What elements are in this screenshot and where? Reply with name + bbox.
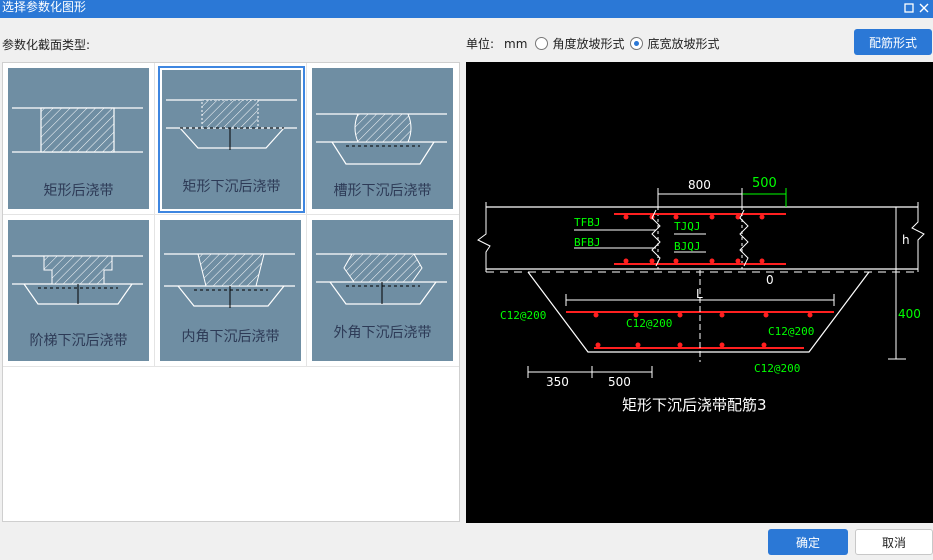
ok-button[interactable]: 确定 bbox=[768, 529, 848, 555]
shape-cell-inner-corner-sunken[interactable]: 内角下沉后浇带 bbox=[155, 215, 307, 367]
radio-bottom-width-slope[interactable]: 底宽放坡形式 bbox=[630, 35, 719, 52]
label-bjqj: BJQJ bbox=[674, 240, 701, 253]
rebar-preview-drawing: 800 500 TFBJ TJQJ BFBJ BJQJ h 0 L 400 C1… bbox=[477, 176, 925, 414]
shape-rect-icon bbox=[12, 107, 143, 153]
shape-groove-sunken-icon bbox=[316, 113, 447, 165]
stirrup-left bbox=[651, 209, 661, 267]
shape-label: 外角下沉后浇带 bbox=[333, 325, 432, 341]
dim-bottom-left: 350 bbox=[546, 375, 569, 389]
dim-right-h: h bbox=[902, 233, 910, 247]
shape-label: 内角下沉后浇带 bbox=[181, 329, 280, 345]
stirrup-right bbox=[739, 209, 749, 267]
radio-angle-slope-indicator[interactable] bbox=[535, 37, 549, 50]
radio-angle-slope[interactable]: 角度放坡形式 bbox=[535, 35, 624, 52]
close-icon[interactable] bbox=[917, 1, 931, 15]
shape-cell-step-sunken[interactable]: 阶梯下沉后浇带 bbox=[3, 215, 155, 367]
shape-thumbnail: 阶梯下沉后浇带 bbox=[8, 220, 149, 361]
shape-thumbnail: 外角下沉后浇带 bbox=[312, 220, 453, 361]
label-bfbj: BFBJ bbox=[574, 236, 601, 249]
radio-bottom-width-slope-indicator[interactable] bbox=[630, 37, 644, 50]
dim-L: L bbox=[696, 287, 703, 301]
shape-inner-corner-sunken-icon bbox=[164, 253, 295, 308]
shape-label: 矩形后浇带 bbox=[43, 183, 114, 199]
dim-top-extra: 500 bbox=[752, 176, 777, 191]
rebar-dots bbox=[593, 214, 813, 348]
shape-thumbnail: 矩形后浇带 bbox=[8, 68, 149, 209]
window-title: 选择参数化图形 bbox=[2, 0, 87, 14]
shape-rect-sunken-icon bbox=[166, 99, 297, 150]
shape-cell-groove-sunken[interactable]: 槽形下沉后浇带 bbox=[307, 63, 459, 215]
title-bar: 选择参数化图形 bbox=[0, 0, 933, 18]
dim-zero: 0 bbox=[766, 273, 774, 287]
label-c12-4: C12@200 bbox=[754, 362, 800, 375]
label-c12-2: C12@200 bbox=[626, 317, 672, 330]
shape-grid-panel: 矩形后浇带 矩 bbox=[2, 62, 460, 522]
dim-bottom-mid: 500 bbox=[608, 375, 631, 389]
label-tjqj: TJQJ bbox=[674, 220, 701, 233]
label-tfbj: TFBJ bbox=[574, 216, 601, 229]
shape-cell-rect-sunken[interactable]: 矩形下沉后浇带 bbox=[155, 63, 307, 215]
shape-thumbnail: 内角下沉后浇带 bbox=[160, 220, 301, 361]
radio-bottom-width-slope-label: 底宽放坡形式 bbox=[647, 37, 720, 51]
rebar-form-button[interactable]: 配筋形式 bbox=[854, 29, 932, 55]
shape-cell-rect[interactable]: 矩形后浇带 bbox=[3, 63, 155, 215]
sunken-trough bbox=[527, 271, 870, 353]
preview-panel: 800 500 TFBJ TJQJ BFBJ BJQJ h 0 L 400 C1… bbox=[466, 62, 933, 523]
shape-label: 阶梯下沉后浇带 bbox=[29, 333, 128, 349]
radio-angle-slope-label: 角度放坡形式 bbox=[552, 37, 625, 51]
shape-step-sunken-icon bbox=[12, 255, 143, 305]
shape-thumbnail: 矩形下沉后浇带 bbox=[158, 66, 305, 213]
shape-label: 矩形下沉后浇带 bbox=[182, 179, 281, 195]
cancel-button[interactable]: 取消 bbox=[855, 529, 933, 555]
break-line-left bbox=[477, 202, 491, 272]
units-label: 单位: bbox=[466, 37, 495, 51]
maximize-icon[interactable] bbox=[903, 2, 915, 14]
shape-label: 槽形下沉后浇带 bbox=[333, 183, 432, 199]
label-c12-1: C12@200 bbox=[500, 309, 546, 322]
dim-top-width: 800 bbox=[688, 178, 711, 192]
section-type-label: 参数化截面类型: bbox=[2, 38, 91, 52]
units-row: 单位: mm 角度放坡形式 底宽放坡形式 bbox=[466, 35, 725, 52]
dim-right-400: 400 bbox=[898, 307, 921, 321]
shape-cell-outer-corner-sunken[interactable]: 外角下沉后浇带 bbox=[307, 215, 459, 367]
break-line-right bbox=[911, 202, 925, 272]
units-value: mm bbox=[504, 36, 528, 51]
shape-thumbnail: 槽形下沉后浇带 bbox=[312, 68, 453, 209]
shape-outer-corner-sunken-icon bbox=[316, 253, 447, 305]
preview-caption: 矩形下沉后浇带配筋3 bbox=[622, 396, 767, 414]
label-c12-3: C12@200 bbox=[768, 325, 814, 338]
